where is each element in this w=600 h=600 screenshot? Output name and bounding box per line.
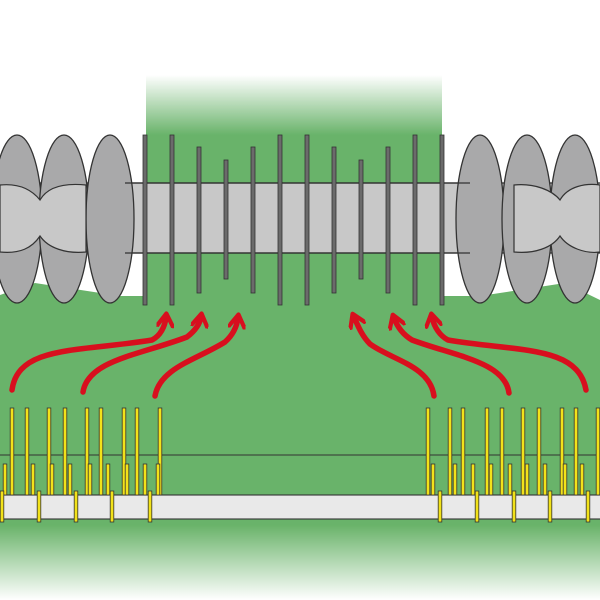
pickup-tines — [0, 407, 600, 523]
crop-flow-arrow-4 — [354, 317, 437, 399]
tine-right-short-6 — [524, 463, 530, 496]
crop-flow-arrows — [9, 317, 589, 399]
tine-left-tall-1 — [9, 407, 15, 496]
tine-right-short-5 — [507, 463, 513, 496]
crop-flow-arrow-6 — [432, 317, 589, 393]
tine-left-short-1 — [2, 463, 8, 496]
tine-right-tall-7 — [536, 407, 542, 496]
tine-right-low-4 — [547, 490, 553, 523]
finger-9 — [358, 159, 364, 280]
tine-left-short-3 — [49, 463, 55, 496]
tine-right-low-2 — [474, 490, 480, 523]
tine-left-tall-2 — [24, 407, 30, 496]
tine-left-low-3 — [73, 490, 79, 523]
tine-right-short-4 — [488, 463, 494, 496]
twist-band-right — [513, 183, 600, 253]
tine-left-short-2 — [30, 463, 36, 496]
flight-right-1 — [455, 134, 505, 304]
tine-right-low-5 — [585, 490, 591, 523]
finger-4 — [223, 159, 229, 280]
shaft-edge-lines — [125, 182, 470, 254]
tine-left-short-5 — [87, 463, 93, 496]
flight-left-3 — [85, 134, 135, 304]
finger-11 — [412, 134, 418, 306]
tine-right-short-8 — [562, 463, 568, 496]
green-background — [0, 75, 600, 600]
finger-3 — [196, 146, 202, 294]
tine-left-short-4 — [67, 463, 73, 496]
tine-left-tall-8 — [134, 407, 140, 496]
shaft-twist-band — [0, 183, 600, 253]
tine-left-short-7 — [124, 463, 130, 496]
tine-right-tall-9 — [573, 407, 579, 496]
tine-left-tall-3 — [46, 407, 52, 496]
tine-right-short-3 — [470, 463, 476, 496]
finger-5 — [250, 146, 256, 294]
tine-left-tall-7 — [121, 407, 127, 496]
tine-left-low-4 — [109, 490, 115, 523]
crop-flow-arrow-2 — [80, 317, 201, 395]
tine-left-short-9 — [155, 463, 161, 496]
crop-flow-arrow-5 — [394, 318, 512, 396]
tine-right-short-9 — [579, 463, 585, 496]
tine-right-low-1 — [437, 490, 443, 523]
finger-7 — [304, 134, 310, 306]
crop-flow-arrow-3 — [152, 318, 238, 399]
tine-left-tall-5 — [84, 407, 90, 496]
tine-right-tall-8 — [559, 407, 565, 496]
tine-left-short-6 — [105, 463, 111, 496]
tine-right-tall-6 — [520, 407, 526, 496]
tine-left-low-5 — [147, 490, 153, 523]
tine-right-tall-5 — [499, 407, 505, 496]
twist-band-left — [0, 183, 87, 253]
tine-right-tall-1 — [425, 407, 431, 496]
pickup-lower-bar — [0, 494, 600, 520]
top-fade — [146, 75, 442, 135]
tine-left-low-2 — [36, 490, 42, 523]
finger-8 — [331, 146, 337, 294]
finger-12 — [439, 134, 445, 306]
tine-right-low-3 — [511, 490, 517, 523]
finger-1 — [142, 134, 148, 306]
tine-left-tall-4 — [62, 407, 68, 496]
finger-2 — [169, 134, 175, 306]
tine-right-tall-4 — [484, 407, 490, 496]
tine-right-short-7 — [542, 463, 548, 496]
center-fingers — [142, 134, 445, 306]
finger-10 — [385, 146, 391, 294]
tine-right-short-1 — [430, 463, 436, 496]
tine-right-short-2 — [452, 463, 458, 496]
crop-flow-arrow-1 — [9, 317, 166, 393]
tine-left-tall-6 — [98, 407, 104, 496]
tine-right-tall-10 — [595, 407, 600, 496]
bottom-fade — [0, 525, 600, 600]
tine-left-short-8 — [142, 463, 148, 496]
finger-6 — [277, 134, 283, 306]
tine-left-low-1 — [0, 490, 5, 523]
tine-right-tall-2 — [447, 407, 453, 496]
tine-right-tall-3 — [460, 407, 466, 496]
